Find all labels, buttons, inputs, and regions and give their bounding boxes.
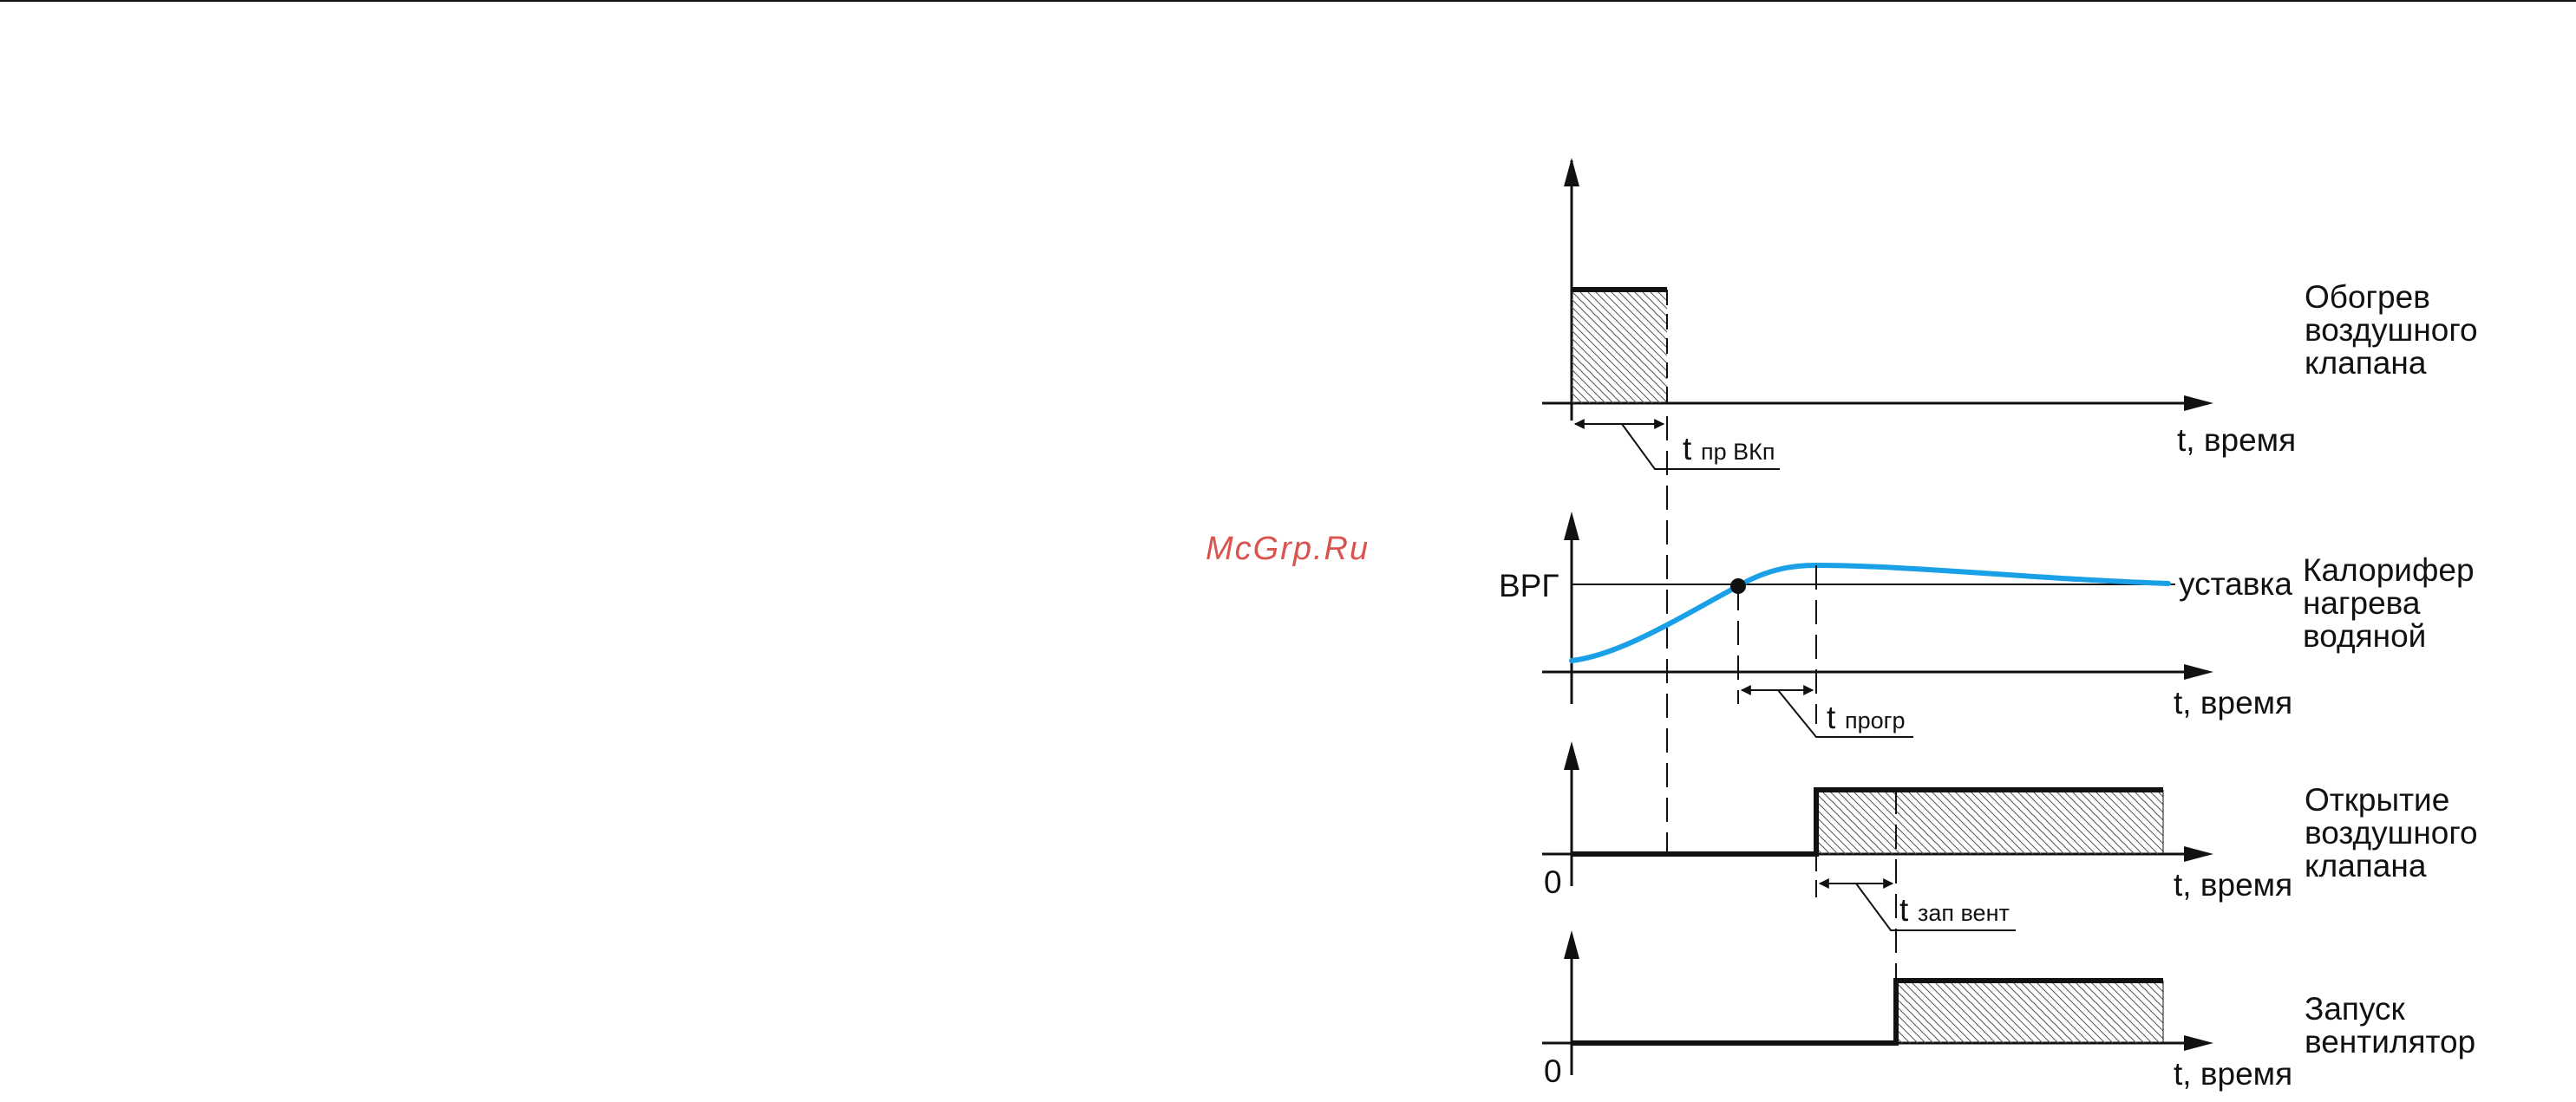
- temperature-curve: [1572, 565, 2168, 661]
- setpoint-label: уставка: [2179, 566, 2292, 602]
- panel-label: Калорифер нагрева водяной: [2303, 552, 2483, 654]
- x-axis-label: t, время: [2174, 685, 2292, 721]
- interval-label-zap-vent: зап вент: [1918, 900, 2010, 926]
- interval-label-t: t: [1827, 700, 1836, 735]
- y-axis-arrow: [1564, 158, 1579, 186]
- fan-on-fill: [1896, 981, 2163, 1043]
- panel-label: Открытие воздушного клапана: [2305, 782, 2487, 884]
- watermark: McGrp.Ru: [1206, 531, 1370, 567]
- x-axis-arrow: [2184, 846, 2213, 862]
- y-axis-arrow: [1564, 930, 1579, 959]
- y-axis-arrow: [1564, 741, 1579, 770]
- panel-fan-start: 0 t, время Запуск вентилятор: [1542, 930, 2475, 1092]
- zero-label: 0: [1544, 864, 1562, 900]
- panel-label: Запуск вентилятор: [2305, 991, 2475, 1060]
- heating-pulse-fill: [1572, 290, 1667, 403]
- panel-water-heater: ВРГ уставка t прогр t, время Калорифер н…: [1499, 512, 2483, 737]
- valve-open-fill: [1816, 790, 2163, 854]
- panel-air-valve-opening: 0 t зап вент t, время Открытие воздушног…: [1542, 741, 2487, 978]
- x-axis-arrow: [2184, 664, 2213, 680]
- interval-label-progr: прогр: [1845, 707, 1906, 734]
- interval-label-pr-vkp: пр ВКп: [1701, 439, 1775, 465]
- zero-label: 0: [1544, 1053, 1562, 1089]
- panel-label: Обогрев воздушного клапана: [2305, 279, 2487, 381]
- x-axis-label: t, время: [2177, 422, 2296, 458]
- x-axis-label: t, время: [2174, 1056, 2292, 1092]
- interval-label-t: t: [1899, 892, 1909, 928]
- x-axis-arrow: [2184, 395, 2213, 411]
- panel-air-valve-heating: t пр ВКп t, время Обогрев воздушного кла…: [1542, 158, 2487, 469]
- interval-label-t: t: [1683, 431, 1692, 466]
- x-axis-arrow: [2184, 1035, 2213, 1051]
- y-axis-arrow: [1564, 512, 1579, 540]
- x-axis-label: t, время: [2174, 867, 2292, 903]
- y-label-vrg: ВРГ: [1499, 568, 1559, 603]
